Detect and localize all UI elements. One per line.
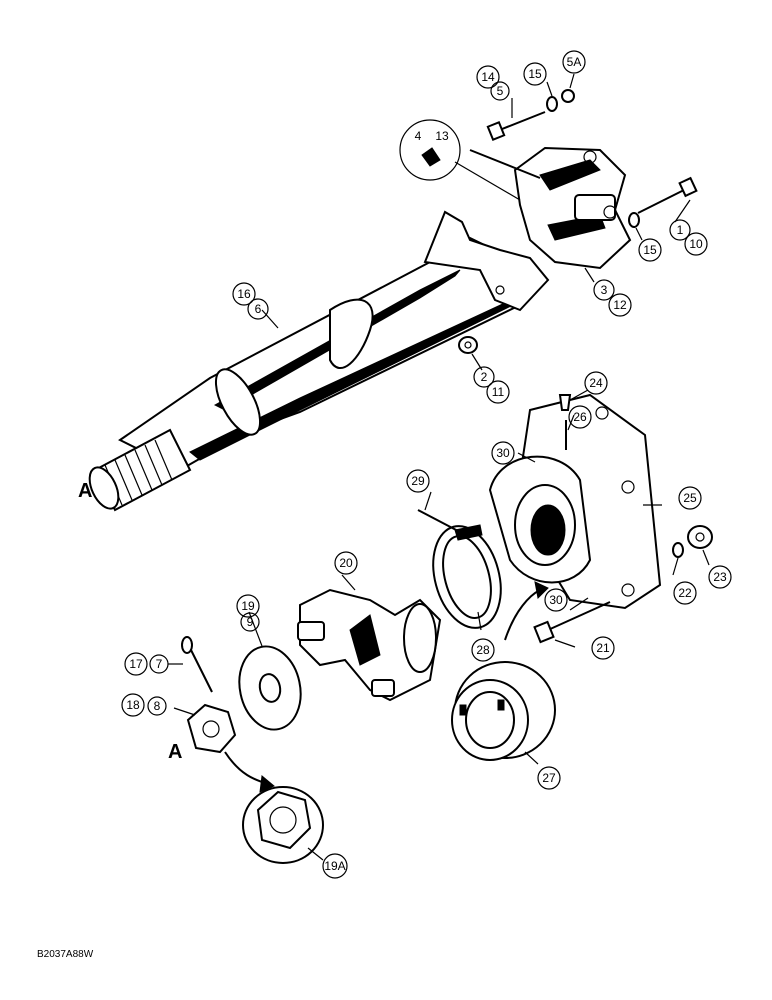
- nut-2-11: [458, 336, 478, 354]
- flange-nut-19A: [242, 786, 324, 864]
- svg-text:25: 25: [683, 491, 697, 505]
- callout-4: 4: [415, 129, 422, 143]
- callout-28: 28: [471, 638, 495, 662]
- grease-fitting-detail: [399, 119, 461, 181]
- svg-text:13: 13: [435, 129, 449, 143]
- svg-text:21: 21: [596, 641, 610, 655]
- callout-27: 27: [537, 766, 561, 790]
- svg-text:6: 6: [255, 302, 262, 316]
- callout-5: 5: [490, 81, 510, 101]
- svg-text:23: 23: [713, 570, 727, 584]
- svg-text:26: 26: [573, 410, 587, 424]
- leader-lines: [168, 73, 710, 861]
- flat-washer: [238, 645, 302, 731]
- bearing-housing: [488, 393, 662, 610]
- svg-text:2: 2: [481, 370, 488, 384]
- svg-text:12: 12: [613, 298, 627, 312]
- svg-text:28: 28: [476, 643, 490, 657]
- callout-23: 23: [708, 565, 732, 589]
- callout-26: 26: [568, 405, 592, 429]
- bearing-insert: [451, 661, 556, 761]
- callout-19: 19: [236, 594, 260, 618]
- svg-text:9: 9: [247, 615, 254, 629]
- callout-8: 8: [147, 696, 167, 716]
- callout-19A: 19A: [322, 853, 348, 879]
- nut-23: [687, 525, 713, 549]
- nut-marker: A: [168, 741, 182, 763]
- svg-text:24: 24: [589, 376, 603, 390]
- svg-text:19A: 19A: [324, 859, 345, 873]
- callout-25: 25: [678, 486, 702, 510]
- callout-5A: 5A: [562, 50, 586, 74]
- callout-16: 16: [232, 282, 256, 306]
- callout-7: 7: [149, 654, 169, 674]
- svg-text:5: 5: [497, 84, 504, 98]
- callout-11: 11: [486, 380, 510, 404]
- svg-text:19: 19: [241, 599, 255, 613]
- svg-text:15: 15: [528, 67, 542, 81]
- nut-5A: [561, 89, 575, 103]
- callout-18: 18: [121, 693, 145, 717]
- svg-text:29: 29: [411, 474, 425, 488]
- callout-15b: 15: [638, 238, 662, 262]
- callout-10: 10: [684, 232, 708, 256]
- callout-21: 21: [591, 636, 615, 660]
- callout-22: 22: [673, 581, 697, 605]
- svg-text:20: 20: [339, 556, 353, 570]
- callout-6: 6: [247, 298, 269, 320]
- svg-text:15: 15: [643, 243, 657, 257]
- callout-29: 29: [406, 469, 430, 493]
- bolt-21: [533, 601, 611, 644]
- callout-1: 1: [669, 219, 691, 241]
- callout-2: 2: [473, 366, 495, 388]
- figure-code: B2037A88W: [37, 949, 94, 960]
- svg-text:3: 3: [601, 283, 608, 297]
- locking-collar: [417, 509, 502, 629]
- svg-text:1: 1: [677, 223, 684, 237]
- svg-text:16: 16: [237, 287, 251, 301]
- washer-15-top: [546, 96, 558, 112]
- callout-3: 3: [593, 279, 615, 301]
- bolt-1-10: [637, 176, 698, 214]
- universal-joint: [469, 146, 632, 270]
- callout-20: 20: [334, 551, 358, 575]
- svg-text:18: 18: [126, 698, 140, 712]
- svg-text:17: 17: [129, 657, 143, 671]
- callout-12: 12: [608, 293, 632, 317]
- svg-text:4: 4: [415, 129, 422, 143]
- callouts: 14 5 15 5A 4 13 1 10 15 3 12 16 6 2 11 2…: [121, 50, 732, 879]
- shaft-end-marker: A: [78, 480, 92, 502]
- drive-shaft: [88, 210, 550, 512]
- svg-text:8: 8: [154, 699, 161, 713]
- washer-22: [672, 542, 684, 558]
- callout-30a: 30: [491, 441, 515, 465]
- svg-text:11: 11: [492, 385, 505, 399]
- castle-nut: [186, 703, 237, 754]
- cotter-pin: [181, 636, 213, 693]
- yoke: [297, 588, 442, 702]
- washer-15-right: [628, 212, 640, 228]
- callout-24: 24: [584, 371, 608, 395]
- svg-text:30: 30: [496, 446, 510, 460]
- callout-9: 9: [240, 612, 260, 632]
- svg-text:10: 10: [689, 237, 703, 251]
- svg-text:27: 27: [542, 771, 556, 785]
- svg-text:5A: 5A: [567, 55, 582, 69]
- svg-text:7: 7: [156, 657, 163, 671]
- callout-30b: 30: [544, 588, 568, 612]
- callout-13: 13: [435, 129, 449, 143]
- svg-text:30: 30: [549, 593, 563, 607]
- callout-14: 14: [476, 65, 500, 89]
- svg-text:22: 22: [678, 586, 692, 600]
- callout-17: 17: [124, 652, 148, 676]
- svg-text:14: 14: [481, 70, 495, 84]
- callout-15a: 15: [523, 62, 547, 86]
- bolt-14-5: [486, 111, 546, 142]
